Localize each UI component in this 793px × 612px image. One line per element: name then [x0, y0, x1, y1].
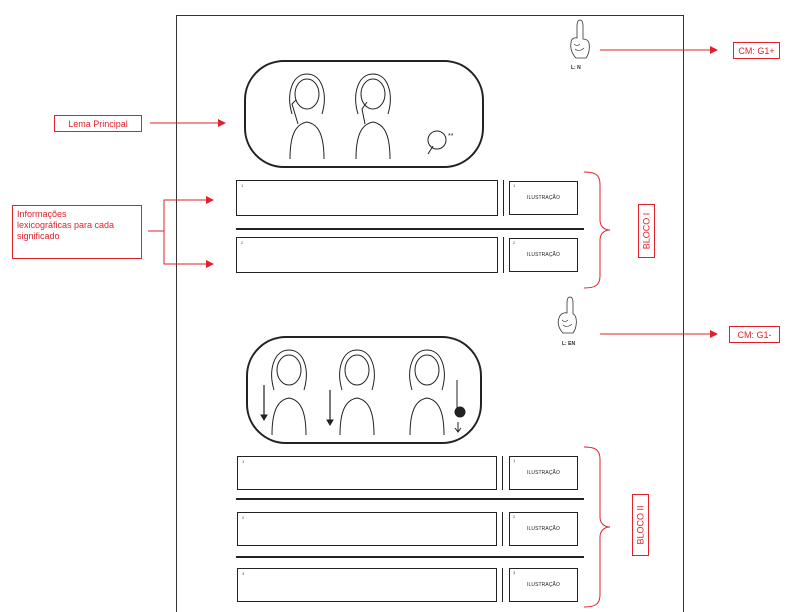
illustration-label: ILUSTRAÇÃO: [527, 582, 560, 588]
row-separator: [236, 228, 584, 230]
cm-g1-minus-label: CM: G1-: [729, 326, 780, 343]
bloco2-row-1-box: 1: [237, 456, 497, 490]
illustration-label: ILUSTRAÇÃO: [527, 195, 560, 201]
arrow-lema: [150, 119, 226, 127]
main-lemma-sign-oval: [244, 60, 484, 168]
bloco2-bracket: [583, 446, 611, 608]
handshape-g1-minus-icon: [557, 296, 577, 334]
bloco1-row-2-box: 2: [236, 237, 498, 273]
hand-label-mid: L: EN: [562, 341, 576, 347]
arrow-cm1: [600, 46, 718, 54]
bloco1-row-1-box: 1: [236, 180, 498, 216]
divider: [503, 180, 504, 216]
illustration-label: ILUSTRAÇÃO: [527, 252, 560, 258]
handshape-g1-plus-icon: [570, 19, 590, 59]
row-separator: [236, 556, 584, 558]
bloco1-label-box: BLOCO I: [638, 204, 655, 258]
illustration-label: ILUSTRAÇÃO: [527, 526, 560, 532]
second-sign-oval: [246, 336, 482, 444]
cm-g1-plus-label: CM: G1+: [733, 42, 780, 59]
divider: [502, 456, 503, 490]
divider: [502, 512, 503, 546]
signer-sequence-icon: [260, 349, 466, 436]
informacoes-label: Informações lexicográficas para cada sig…: [12, 205, 142, 259]
bloco1-bracket: [583, 171, 611, 289]
svg-text:**: **: [448, 133, 454, 140]
bloco2-row-3-box: 3: [237, 568, 497, 602]
hand-label-top: L: N: [571, 65, 581, 71]
divider: [502, 568, 503, 602]
divider: [503, 237, 504, 273]
arrow-cm2: [600, 330, 718, 338]
bloco2-row-2-box: 2: [237, 512, 497, 546]
row-separator: [236, 498, 584, 500]
bloco2-label-box: BLOCO II: [632, 494, 649, 556]
illustration-label: ILUSTRAÇÃO: [527, 470, 560, 476]
lema-principal-label: Lema Principal: [54, 115, 142, 132]
signer-illustration-icon: **: [289, 73, 454, 160]
info-arrows: [148, 196, 214, 268]
